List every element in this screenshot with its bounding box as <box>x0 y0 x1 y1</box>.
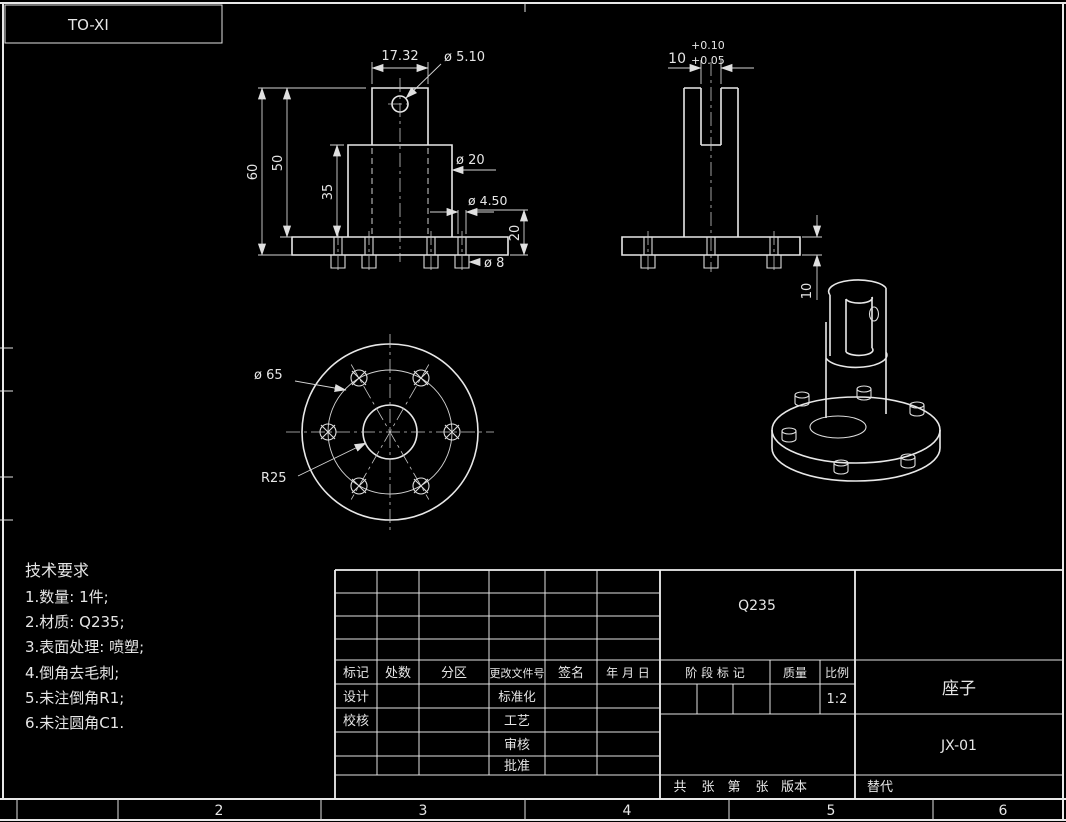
scale-value: 1:2 <box>827 692 848 707</box>
tech-req-item-3: 3.表面处理: 喷塑; <box>25 638 144 656</box>
label-date: 年 月 日 <box>606 666 650 680</box>
leader-r25 <box>297 442 367 477</box>
side-bolts <box>640 237 782 269</box>
iso-center-hole <box>809 415 867 439</box>
title-block: 标记 处数 分区 更改文件号 签名 年 月 日 设计 标准化 校核 工艺 审核 … <box>334 569 1063 799</box>
part-name: 座子 <box>942 679 976 699</box>
dim-text-dia-4-50: ø 4.50 <box>468 193 508 208</box>
dim-text-17-32: 17.32 <box>381 49 418 64</box>
label-review: 校核 <box>343 713 369 729</box>
ruler-number-3: 3 <box>419 803 428 819</box>
zone-label-box <box>4 4 223 44</box>
label-sheets2: 张 <box>755 780 768 795</box>
label-approve: 批准 <box>504 759 530 774</box>
front-extension-lines <box>258 62 528 256</box>
dim-text-slot-10: 10 <box>668 51 686 67</box>
iso-bolt-heads <box>781 385 925 475</box>
iso-flange-side <box>771 430 941 482</box>
dim-text-35: 35 <box>321 184 336 201</box>
front-centerlines <box>337 78 463 273</box>
side-extension-lines <box>700 60 822 256</box>
tech-req-title: 技术要求 <box>25 561 89 580</box>
label-total: 共 <box>673 780 686 795</box>
label-process: 工艺 <box>504 714 530 729</box>
dim-text-dia-65: ø 65 <box>254 368 283 383</box>
label-mark: 标记 <box>343 666 369 681</box>
ruler-number-5: 5 <box>827 803 836 819</box>
tech-req-item-6: 6.未注圆角C1. <box>25 714 124 732</box>
dim-text-dia-20: ø 20 <box>456 153 485 168</box>
iso-cross-hole <box>868 306 880 322</box>
tech-req-item-4: 4.倒角去毛刺; <box>25 664 119 682</box>
front-bolts <box>330 237 470 269</box>
technical-requirements: 技术要求 1.数量: 1件; 2.材质: Q235; 3.表面处理: 喷塑; 4… <box>25 561 144 732</box>
title-block-grid-lines <box>335 570 1063 776</box>
front-view: 17.32 ø 5.10 60 50 35 ø 20 ø 4.50 20 ø 8 <box>246 49 529 273</box>
dim-text-hole-5-10: ø 5.10 <box>444 50 485 65</box>
label-scale: 比例 <box>825 666 849 680</box>
label-stage-mark: 阶 段 标 记 <box>685 665 744 680</box>
border-ticks <box>0 3 934 820</box>
drawing-number: JX-01 <box>940 738 977 754</box>
label-substitute: 替代 <box>867 780 893 795</box>
ruler-number-2: 2 <box>215 803 224 819</box>
label-zone: 分区 <box>441 666 467 681</box>
tech-req-item-5: 5.未注倒角R1; <box>25 689 124 707</box>
ruler-number-6: 6 <box>999 803 1008 819</box>
label-audit: 审核 <box>504 738 530 753</box>
side-view: 10 +0.10 +0.05 10 <box>621 39 822 300</box>
ruler-number-4: 4 <box>623 803 632 819</box>
side-centerlines <box>647 62 775 273</box>
bottom-view: ø 65 R25 <box>254 334 494 530</box>
tech-req-item-1: 1.数量: 1件; <box>25 588 109 606</box>
dim-text-flange-10: 10 <box>800 283 815 300</box>
label-page: 第 <box>727 780 740 795</box>
label-signature: 签名 <box>558 665 584 681</box>
iso-cylinder-clevis <box>825 279 888 418</box>
label-version: 版本 <box>781 780 807 795</box>
dim-text-dia-8: ø 8 <box>484 256 504 271</box>
iso-flange-top <box>771 396 941 464</box>
label-sheets: 张 <box>701 780 714 795</box>
dim-text-50: 50 <box>271 155 286 172</box>
label-design: 设计 <box>343 690 369 705</box>
tech-req-item-2: 2.材质: Q235; <box>25 613 125 631</box>
material-value: Q235 <box>738 598 776 614</box>
front-hidden-lines <box>371 148 429 234</box>
dim-text-20: 20 <box>508 225 523 242</box>
dim-text-r25: R25 <box>261 471 287 486</box>
tolerance-lower: +0.05 <box>691 54 725 67</box>
ruler-band: 2 3 4 5 6 <box>215 803 1008 819</box>
label-count: 处数 <box>385 666 411 681</box>
isometric-view <box>771 279 941 482</box>
bottom-centerlines <box>286 334 494 530</box>
label-change-doc: 更改文件号 <box>490 666 545 680</box>
dim-text-60: 60 <box>246 164 261 181</box>
leader-dia-65 <box>294 380 347 393</box>
zone-label: TO-XI <box>67 16 109 34</box>
tolerance-upper: +0.10 <box>691 39 725 52</box>
bolt-holes <box>319 369 461 495</box>
label-standardize: 标准化 <box>498 689 536 704</box>
leader-hole-5-10 <box>405 63 442 99</box>
label-weight: 质量 <box>783 666 807 680</box>
